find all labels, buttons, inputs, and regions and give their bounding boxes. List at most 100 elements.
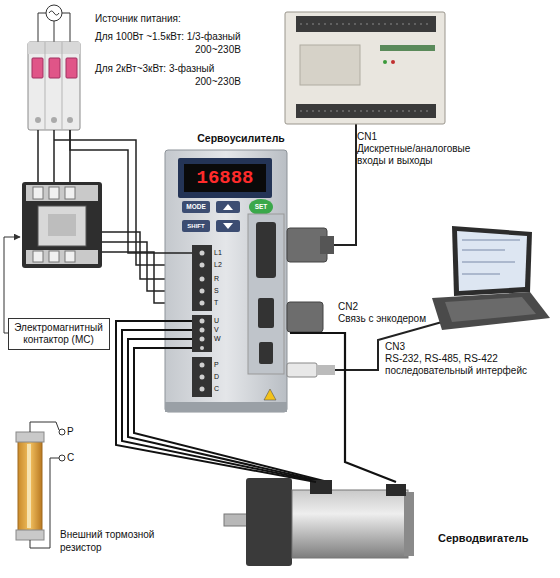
magnetic-contactor <box>33 251 43 262</box>
label-text: T <box>214 299 228 307</box>
servo-drive-body <box>184 164 266 192</box>
magnetic-contactor <box>65 251 75 262</box>
magnetic-contactor <box>26 185 98 201</box>
magnetic-contactor <box>49 187 59 199</box>
servo-drive-body <box>178 158 272 198</box>
laptop <box>432 292 550 330</box>
label-text: CN3 <box>385 341 445 353</box>
brake-resistor <box>30 422 59 548</box>
wire-connector <box>70 130 192 253</box>
servo-drive-body <box>200 263 205 268</box>
node-text: Источник питания: <box>95 12 265 25</box>
plc-controller <box>383 60 387 64</box>
circuit-breaker <box>28 42 80 130</box>
label-text: MODE <box>182 203 210 211</box>
wire-connector <box>290 333 396 482</box>
brake-resistor <box>59 429 65 435</box>
servo-drive-body <box>200 319 205 324</box>
magnetic-contactor <box>49 251 59 262</box>
plc-controller <box>285 12 445 124</box>
circuit-breaker <box>28 42 80 130</box>
servo-motor <box>224 514 248 526</box>
label-text: L1 <box>214 249 228 257</box>
circuit-breaker <box>35 117 41 123</box>
magnetic-contactor <box>48 214 76 236</box>
label-text: Связь с энкодером <box>338 313 468 325</box>
brake-resistor <box>18 440 42 532</box>
label-text: 16888 <box>184 166 266 190</box>
laptop <box>445 297 536 322</box>
label-text: P <box>67 426 79 438</box>
laptop <box>452 226 532 296</box>
magnetic-contactor <box>22 182 102 268</box>
label-text: CN2 <box>338 301 398 313</box>
brake-resistor <box>27 444 31 528</box>
node-title: Сервоусилитель <box>192 132 290 145</box>
servo-drive-body <box>165 402 287 412</box>
servo-drive-body <box>223 223 233 229</box>
servo-drive-body <box>182 220 210 232</box>
servo-drive-body <box>182 201 210 213</box>
power-source-symbol <box>49 11 59 15</box>
circuit-breaker <box>32 58 43 78</box>
connector-plug <box>287 363 317 377</box>
magnetic-contactor <box>65 187 75 199</box>
circuit-breaker <box>51 117 57 123</box>
servo-drive-body <box>216 220 240 232</box>
laptop <box>462 240 520 274</box>
label-text: Дискретные/аналоговые входы и выходы <box>357 143 487 167</box>
circuit-breaker <box>67 117 73 123</box>
power-source-symbol <box>46 5 62 21</box>
servo-drive-body <box>248 214 284 374</box>
servo-drive-body <box>259 342 273 364</box>
label-text: U <box>214 317 228 325</box>
servo-motor <box>224 478 414 566</box>
servo-drive-body <box>200 387 205 392</box>
node-text: Для 100Вт ~1.5кВт: 1/3-фазный 200~230В <box>95 30 253 56</box>
label-text: S <box>214 287 228 295</box>
brake-resistor <box>16 422 65 548</box>
brake-resistor <box>16 530 44 540</box>
servo-drive-body <box>200 328 205 333</box>
magnetic-contactor <box>33 187 43 199</box>
connector-plug <box>287 302 323 332</box>
motor-cable <box>122 330 328 482</box>
servo-drive-body <box>200 337 205 342</box>
brake-resistor <box>16 432 44 442</box>
connector-plug <box>317 365 335 375</box>
servo-drive-body <box>165 150 287 412</box>
label-text: P <box>214 361 228 369</box>
label-text: SHIFT <box>182 222 210 230</box>
servo-drive-body <box>200 375 205 380</box>
magnetic-contactor <box>38 206 86 246</box>
servo-drive-body <box>200 277 205 282</box>
power-source: Источник питания: Для 100Вт ~1.5кВт: 1/3-… <box>20 6 265 130</box>
label-text: SET <box>249 203 273 211</box>
node-title: Внешний тормозной резистор <box>60 528 168 554</box>
servo-drive-body <box>249 199 273 215</box>
servo-drive-body <box>192 315 212 352</box>
circuit-breaker <box>28 42 80 54</box>
label-text: R <box>214 275 228 283</box>
servo-drive-body <box>200 363 205 368</box>
laptop <box>457 231 527 291</box>
servo-motor-node: Серводвигатель <box>230 482 545 570</box>
label-text: D <box>214 373 228 381</box>
servo-drive-body <box>192 245 212 311</box>
label-text: C <box>214 385 228 393</box>
servo-drive-body <box>200 346 204 350</box>
servo-drive-body <box>264 389 276 400</box>
laptop <box>432 226 550 330</box>
wire-connector <box>116 321 316 482</box>
plc-controller <box>300 24 432 111</box>
servo-drive-body <box>216 201 240 213</box>
node-text: Для 2кВт~3кВт: 3-фазный 200~230В <box>95 62 253 88</box>
servo-drive-body <box>258 298 274 328</box>
plc-controller <box>285 12 445 124</box>
label-text: L2 <box>214 261 228 269</box>
servo-motor <box>246 478 292 566</box>
power-source-symbol <box>38 13 70 42</box>
servo-drive-body <box>192 357 212 397</box>
